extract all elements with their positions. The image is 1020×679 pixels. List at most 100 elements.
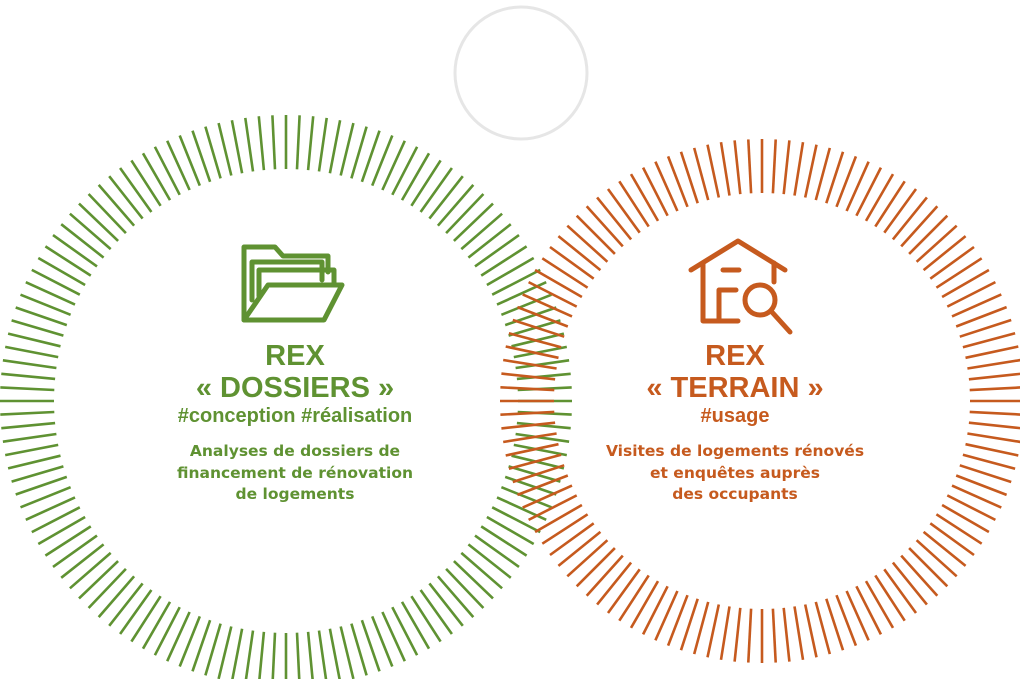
ring-dash (360, 619, 381, 672)
ring-dash (11, 465, 64, 483)
ring-dash (445, 193, 485, 234)
ring-dash (666, 594, 689, 647)
ring-dash (915, 224, 958, 263)
ring-dash (295, 632, 301, 679)
top-circle (453, 5, 589, 141)
ring-dash (419, 589, 453, 635)
ring-dash (78, 202, 119, 242)
ring-dash (244, 117, 255, 172)
ring-dash (317, 117, 328, 172)
ring-dash (965, 345, 1019, 360)
ring-dash (922, 235, 967, 272)
ring-dash (480, 245, 528, 277)
ring-dash (480, 525, 528, 557)
ring-dash (855, 585, 883, 635)
ring-dash (679, 151, 699, 204)
ring-dash (941, 268, 990, 299)
ring-dash (967, 432, 1020, 444)
ring-dash (360, 130, 381, 183)
ring-dash (874, 180, 906, 228)
ring-dash (941, 503, 990, 534)
left-description-line: de logements (235, 485, 355, 504)
ring-dash (855, 167, 883, 217)
ring-dash (130, 159, 162, 207)
ring-dash (803, 144, 818, 198)
ring-dash (0, 386, 55, 392)
ring-dash (37, 515, 86, 546)
ring-dash (20, 485, 72, 509)
ring-dash (883, 568, 918, 614)
ring-dash (453, 560, 494, 600)
ring-dash (191, 130, 212, 183)
ring-dash (965, 442, 1019, 457)
ring-dash (814, 147, 832, 201)
ring-dash (557, 235, 602, 272)
ring-dash (679, 598, 699, 651)
left-description: Analyses de dossiers de financement de r… (140, 441, 450, 505)
ring-dash (87, 568, 127, 609)
ring-dash (130, 595, 162, 643)
ring-dash (512, 464, 565, 484)
ring-dash (31, 268, 81, 296)
ring-dash (474, 234, 520, 268)
ring-dash (845, 590, 870, 641)
ring-dash (381, 611, 406, 662)
ring-dash (31, 506, 81, 534)
ring-dash (141, 601, 172, 650)
ring-dash (486, 256, 535, 287)
ring-dash (968, 372, 1020, 381)
ring-dash (900, 554, 939, 597)
ring-dash (733, 607, 742, 662)
open-folder-icon (241, 244, 345, 323)
ring-dash (666, 155, 689, 208)
ring-dash (460, 551, 503, 590)
ring-dash (908, 547, 949, 588)
ring-dash (864, 580, 895, 629)
ring-dash (864, 173, 895, 222)
ring-dash (436, 575, 475, 618)
ring-dash (967, 358, 1020, 370)
ring-dash (78, 560, 119, 600)
ring-dash (968, 421, 1020, 430)
ring-dash (381, 140, 406, 191)
ring-dash (935, 513, 983, 545)
right-description-line: des occupants (672, 485, 798, 504)
ring-dash (516, 305, 569, 328)
ring-dash (585, 205, 624, 248)
left-text-block: REX « DOSSIERS » #conception #réalisatio… (140, 340, 450, 505)
ring-dash (52, 234, 98, 268)
ring-dash (7, 332, 61, 348)
ring-dash (747, 139, 753, 194)
ring-dash (566, 539, 609, 578)
ring-dash (515, 432, 570, 443)
ring-dash (629, 580, 660, 629)
ring-dash (4, 345, 59, 359)
ring-dash (706, 604, 721, 658)
ring-dash (230, 119, 244, 174)
ring-dash (15, 475, 68, 496)
ring-dash (306, 631, 314, 679)
ring-dash (771, 608, 777, 663)
ring-dash (962, 453, 1016, 471)
ring-dash (244, 630, 255, 679)
ring-dash (191, 619, 212, 672)
ring-dash (108, 582, 144, 627)
ring-dash (166, 611, 191, 662)
ring-dash (969, 410, 1020, 416)
ring-dash (845, 161, 870, 212)
ring-dash (204, 126, 222, 179)
right-title-line1: REX (705, 340, 765, 372)
ring-dash (513, 443, 568, 457)
left-description-line: Analyses de dossiers de (189, 442, 401, 461)
left-title-line1: REX (265, 340, 325, 372)
ring-dash (391, 146, 419, 196)
ring-dash (566, 224, 609, 263)
ring-dash (541, 513, 589, 545)
ring-dash (513, 345, 568, 359)
ring-dash (549, 245, 595, 280)
ring-dash (654, 590, 679, 641)
ring-dash (606, 188, 641, 234)
ring-dash (44, 245, 92, 277)
ring-dash (502, 432, 557, 444)
